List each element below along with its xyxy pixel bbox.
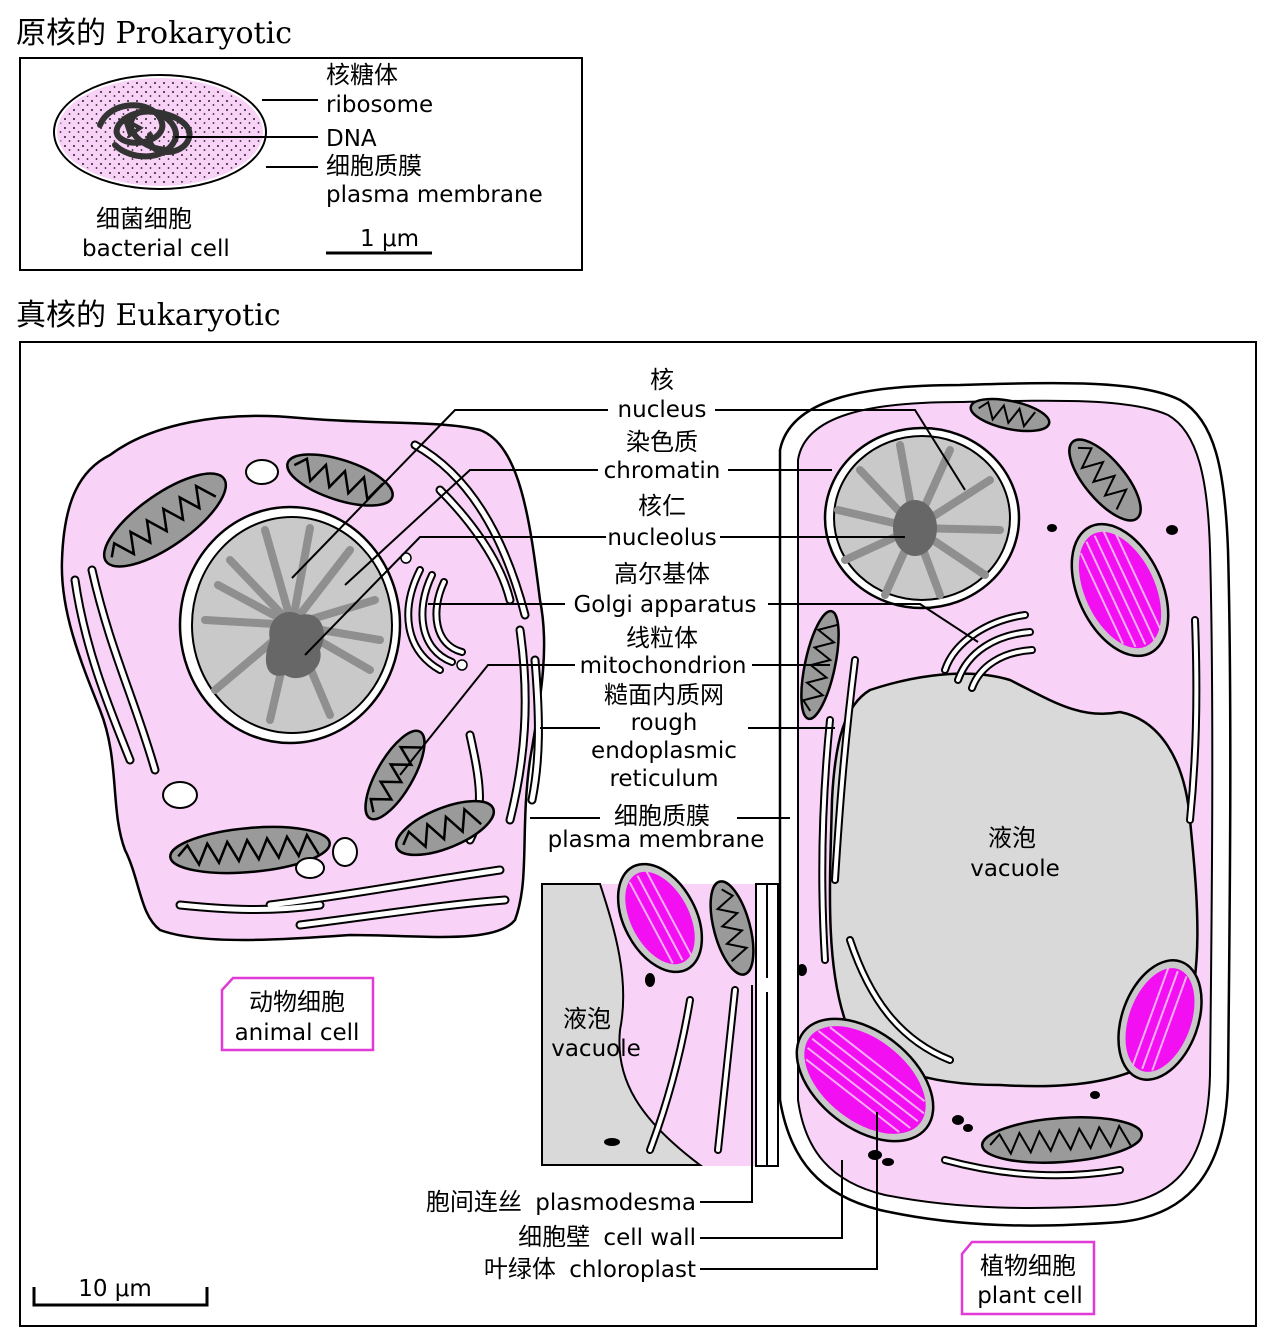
prokaryotic-heading: 原核的 Prokaryotic — [16, 16, 292, 51]
er-label-en-1: rough — [631, 710, 698, 736]
scale-bar-label-1um: 1 μm — [360, 226, 419, 252]
scale-bar-10um: 10 μm — [32, 1276, 209, 1307]
chromatin-label-zh: 染色质 — [626, 428, 698, 456]
ribosome-label-en: ribosome — [326, 92, 433, 118]
animal-cell — [60, 414, 546, 942]
animal-cell-label-en: animal cell — [235, 1020, 360, 1046]
plant-chloroplasts — [795, 522, 1203, 1143]
eukaryotic-heading: 真核的 Eukaryotic — [16, 298, 281, 333]
plant-nucleus — [823, 426, 1021, 610]
plasmodesma-label: 胞间连丝 plasmodesma — [426, 1188, 696, 1216]
chromatin-label-en: chromatin — [604, 458, 721, 484]
plant-nucleolus — [893, 500, 937, 556]
plant-rough-er — [818, 616, 1201, 1180]
plant-cell-label-en: plant cell — [977, 1283, 1083, 1309]
animal-nucleus — [178, 505, 402, 745]
ribosome-label-zh: 核糖体 — [326, 61, 398, 89]
chloroplast-label-en: chloroplast — [569, 1257, 696, 1283]
plasmodesma-label-en: plasmodesma — [535, 1190, 696, 1216]
cellwall-label: 细胞壁 cell wall — [518, 1223, 696, 1251]
plant-golgi — [941, 611, 1036, 692]
golgi-label-zh: 高尔基体 — [614, 560, 710, 588]
vacuole-label-zh: 液泡 — [988, 824, 1036, 852]
nucleus-label-en: nucleus — [618, 397, 707, 423]
plant-cell — [778, 381, 1232, 1227]
chloroplast-label: 叶绿体 chloroplast — [484, 1255, 696, 1283]
animal-rough-er — [70, 440, 543, 930]
membrane-label-zh-euk: 细胞质膜 — [614, 802, 710, 830]
animal-mitochondria — [102, 453, 496, 875]
eukaryotic-labels: 核 nucleus 染色质 chromatin 核仁 nucleolus 高尔基… — [548, 366, 1060, 1062]
inset-cell-junction — [541, 862, 779, 1167]
plasmodesma-label-zh: 胞间连丝 — [426, 1188, 522, 1216]
scale-bar-label-10um: 10 μm — [78, 1276, 152, 1302]
nucleolus-label-en: nucleolus — [607, 525, 716, 551]
plant-granules — [797, 524, 1178, 1166]
membrane-label-en: plasma membrane — [326, 182, 543, 208]
eukaryotic-leader-lines — [291, 409, 979, 1270]
prokaryotic-leader-lines — [175, 99, 318, 168]
bacterial-cell-label-en: bacterial cell — [82, 236, 230, 262]
animal-cell-label-box: 动物细胞 animal cell — [220, 976, 375, 1052]
chloroplast-label-zh: 叶绿体 — [484, 1255, 556, 1283]
vacuole2-label-en: vacuole — [551, 1036, 641, 1062]
membrane-label-zh: 细胞质膜 — [326, 152, 422, 180]
cellwall-label-en: cell wall — [603, 1225, 696, 1251]
cellwall-label-zh: 细胞壁 — [518, 1223, 590, 1251]
vacuole2-label-zh: 液泡 — [563, 1005, 611, 1033]
dna-icon — [97, 102, 193, 160]
animal-cell-label-zh: 动物细胞 — [249, 988, 345, 1016]
nucleolus-label-zh: 核仁 — [638, 492, 686, 520]
plant-cell-label-box: 植物细胞 plant cell — [960, 1240, 1096, 1316]
plant-cell-label-zh: 植物细胞 — [980, 1252, 1076, 1280]
golgi-label-en: Golgi apparatus — [573, 592, 756, 618]
bacterial-cell-label-zh: 细菌细胞 — [96, 205, 192, 233]
bacterial-cell — [53, 74, 267, 190]
er-label-en-2: endoplasmic — [591, 738, 737, 764]
er-label-en-3: reticulum — [609, 766, 718, 792]
dna-label: DNA — [326, 126, 377, 152]
animal-nucleolus — [265, 611, 324, 679]
bottom-labels: 胞间连丝 plasmodesma 细胞壁 cell wall 叶绿体 chlor… — [426, 1188, 696, 1283]
animal-golgi — [400, 552, 468, 674]
nucleus-label-zh: 核 — [650, 366, 674, 394]
mito-label-zh: 线粒体 — [626, 624, 698, 652]
membrane-label-en-euk: plasma membrane — [548, 827, 765, 853]
mito-label-en: mitochondrion — [580, 653, 747, 679]
inset-vacuole — [541, 883, 703, 1166]
er-label-zh: 糙面内质网 — [604, 681, 724, 709]
vacuole-label-en: vacuole — [970, 856, 1060, 882]
animal-vesicles — [162, 459, 358, 879]
